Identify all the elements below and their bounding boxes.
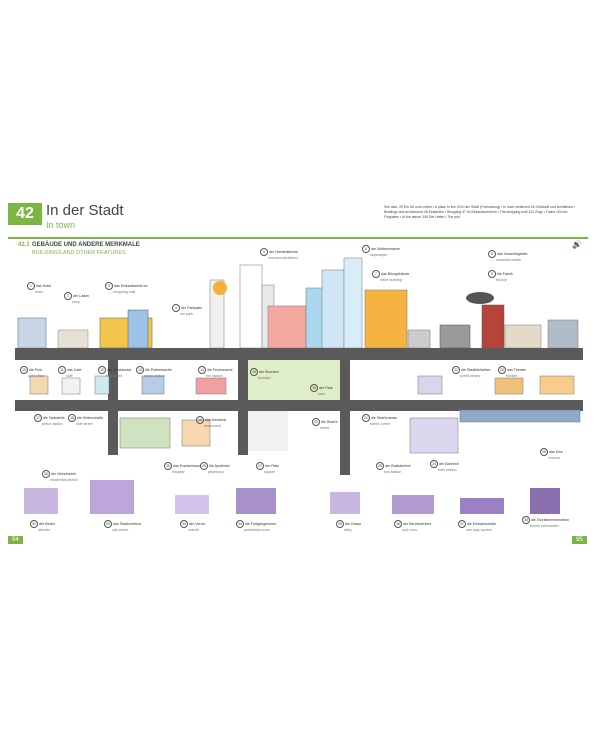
park-area <box>248 360 340 400</box>
unit-title: In der Stadt <box>46 202 124 219</box>
see-also-box: See also: 25 Ein Ort zum Leben • A place… <box>384 205 576 219</box>
unit-number: 42 <box>8 203 42 225</box>
header-divider <box>8 237 588 239</box>
mid-buildings <box>29 375 581 454</box>
section-title: GEBÄUDE UND ANDERE MERKMALE <box>32 242 140 248</box>
section-subtitle: BUILDINGS AND OTHER FEATURES <box>32 250 126 256</box>
section-number: 42.1 <box>18 242 30 248</box>
unit-subtitle: In town <box>46 220 76 230</box>
audio-speaker-icon[interactable]: 🔊 <box>572 240 582 249</box>
skyline <box>17 257 579 349</box>
roads <box>15 348 583 475</box>
page-number-left: 94 <box>8 536 23 544</box>
page-number-right: 95 <box>572 536 587 544</box>
district-icons <box>24 480 560 514</box>
